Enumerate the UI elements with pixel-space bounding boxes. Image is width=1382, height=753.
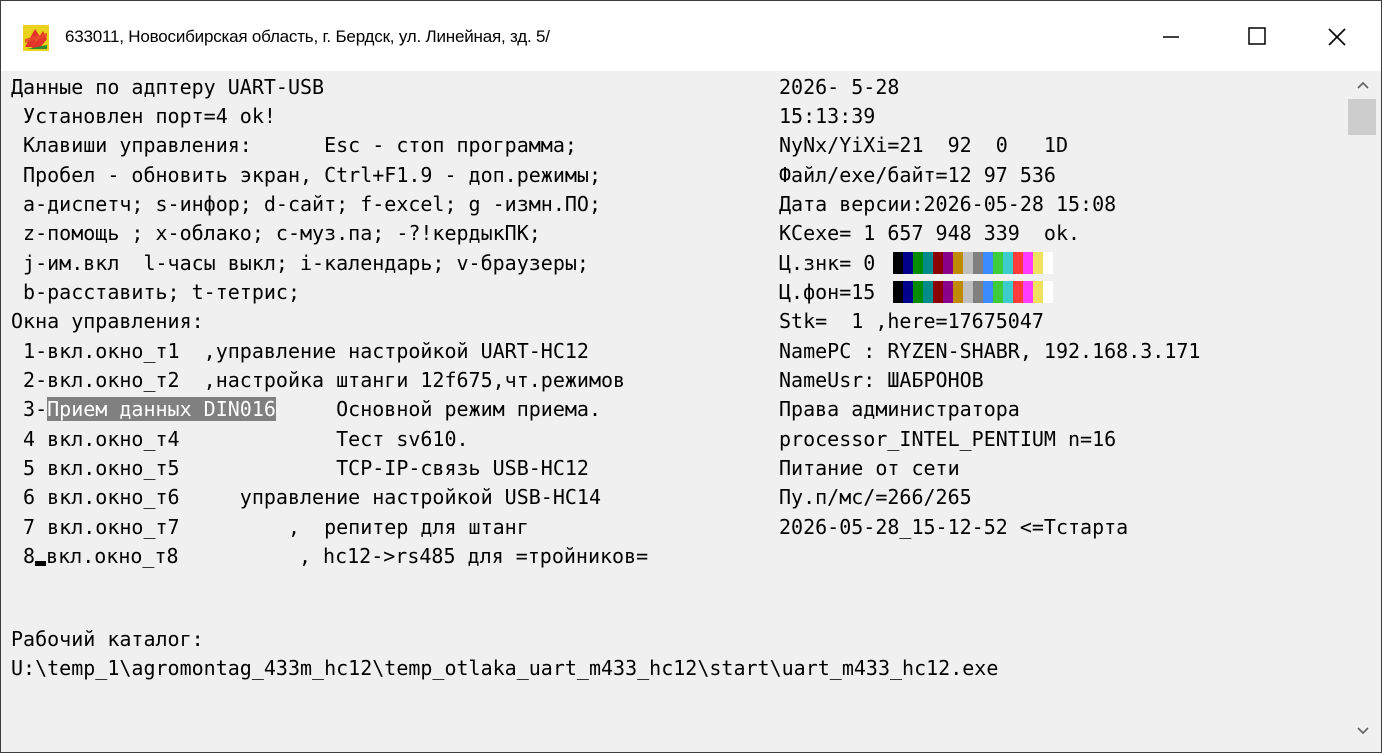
title-bar[interactable]: 633011, Новосибирская область, г. Бердск… bbox=[1, 1, 1381, 71]
close-icon[interactable] bbox=[1315, 17, 1359, 57]
color-swatch bbox=[1033, 252, 1043, 274]
color-swatch bbox=[1013, 281, 1023, 303]
section-heading: Окна управления: bbox=[11, 309, 204, 333]
working-dir-path: U:\temp_1\agromontag_433m_hc12\temp_otla… bbox=[11, 656, 999, 680]
color-swatch bbox=[943, 252, 953, 274]
admin-rights-readout: Права администратора bbox=[779, 397, 1020, 421]
bg-color-palette bbox=[893, 281, 1053, 303]
color-swatch bbox=[953, 281, 963, 303]
time-readout: 15:13:39 bbox=[779, 104, 876, 128]
color-swatch bbox=[1043, 281, 1053, 303]
fg-color-palette bbox=[893, 252, 1053, 274]
scrollbar-thumb[interactable] bbox=[1348, 99, 1376, 135]
processor-readout: processor_INTEL_PENTIUM n=16 bbox=[779, 427, 1117, 451]
color-swatch bbox=[963, 281, 973, 303]
fg-color-readout: Ц.знк= 0 bbox=[779, 251, 876, 275]
color-swatch bbox=[903, 252, 913, 274]
maximize-icon[interactable] bbox=[1235, 17, 1279, 57]
user-name-readout: NameUsr: ШАБРОНОВ bbox=[779, 368, 984, 392]
console-line: b-расставить; t-тетрис; bbox=[11, 280, 300, 304]
start-time-readout: 2026-05-28_15-12-52 <=Тстарта bbox=[779, 515, 1129, 539]
color-swatch bbox=[973, 281, 983, 303]
menu-item-window-2[interactable]: 2-вкл.окно_т2 ,настройка штанги 12f675,ч… bbox=[11, 368, 626, 392]
scroll-up-arrow-icon[interactable] bbox=[1355, 79, 1371, 91]
console-line: Установлен порт=4 ok! bbox=[11, 104, 276, 128]
color-swatch bbox=[893, 281, 903, 303]
color-swatch bbox=[953, 252, 963, 274]
text-cursor bbox=[35, 561, 47, 566]
console-line: Клавиши управления: Esc - стоп программа… bbox=[11, 133, 577, 157]
pc-name-readout: NamePC : RYZEN-SHABR, 192.168.3.171 bbox=[779, 339, 1201, 363]
color-swatch bbox=[943, 281, 953, 303]
color-swatch bbox=[893, 252, 903, 274]
color-swatch bbox=[1023, 281, 1033, 303]
console-line: j-им.вкл l-часы выкл; i-календарь; v-бра… bbox=[11, 251, 589, 275]
app-logo-icon bbox=[23, 25, 49, 51]
color-swatch bbox=[933, 252, 943, 274]
menu-item-window-8[interactable]: 8 вкл.окно_т8 , hc12->rs485 для =тройнико… bbox=[11, 544, 648, 568]
console-line: z-помощь ; x-облако; c-муз.па; -?!кердык… bbox=[11, 221, 541, 245]
color-swatch bbox=[923, 281, 933, 303]
power-readout: Питание от сети bbox=[779, 456, 960, 480]
menu-item-number: 3- bbox=[11, 397, 48, 421]
color-swatch bbox=[973, 252, 983, 274]
color-swatch bbox=[993, 281, 1003, 303]
file-size-readout: Файл/exe/байт=12 97 536 bbox=[779, 163, 1056, 187]
menu-item-description: Основной режим приема. bbox=[275, 397, 602, 421]
menu-item-window-1[interactable]: 1-вкл.окно_т1 ,управление настройкой UAR… bbox=[11, 339, 589, 363]
color-swatch bbox=[1003, 252, 1013, 274]
color-swatch bbox=[1033, 281, 1043, 303]
menu-item-description: вкл.окно_т8 , hc12->rs485 для =тройников… bbox=[46, 544, 649, 568]
menu-item-window-6[interactable]: 6 вкл.окно_т6 управление настройкой USB-… bbox=[11, 485, 602, 509]
minimize-icon[interactable] bbox=[1149, 17, 1193, 57]
color-swatch bbox=[903, 281, 913, 303]
window-title: 633011, Новосибирская область, г. Бердск… bbox=[65, 27, 550, 46]
grid-readout: NyNx/YiXi=21 92 0 1D bbox=[779, 133, 1068, 157]
console-line: Пробел - обновить экран, Ctrl+F1.9 - доп… bbox=[11, 163, 602, 187]
color-swatch bbox=[1043, 252, 1053, 274]
menu-item-number: 8 bbox=[11, 544, 36, 568]
version-date-readout: Дата версии:2026-05-28 15:08 bbox=[779, 192, 1117, 216]
color-swatch bbox=[1023, 252, 1033, 274]
menu-item-window-7[interactable]: 7 вкл.окно_т7 , репитер для штанг bbox=[11, 515, 529, 539]
color-swatch bbox=[1013, 252, 1023, 274]
color-swatch bbox=[983, 281, 993, 303]
menu-item-window-4[interactable]: 4 вкл.окно_т4 Тест sv610. bbox=[11, 427, 469, 451]
console-output: Данные по адптеру UART-USB Установлен по… bbox=[1, 71, 1345, 751]
selected-menu-item[interactable]: Прием данных DIN016 bbox=[47, 397, 276, 421]
scroll-down-arrow-icon[interactable] bbox=[1355, 725, 1371, 737]
color-swatch bbox=[963, 252, 973, 274]
color-swatch bbox=[1003, 281, 1013, 303]
working-dir-label: Рабочий каталог: bbox=[11, 627, 204, 651]
timing-readout: Пу.п/мс/=266/265 bbox=[779, 485, 972, 509]
stack-readout: Stk= 1 ,here=17675047 bbox=[779, 309, 1044, 333]
date-readout: 2026- 5-28 bbox=[779, 75, 900, 99]
vertical-scrollbar[interactable] bbox=[1345, 71, 1381, 752]
color-swatch bbox=[913, 252, 923, 274]
color-swatch bbox=[983, 252, 993, 274]
console-line: a-диспетч; s-инфор; d-сайт; f-excel; g -… bbox=[11, 192, 602, 216]
checksum-readout: KCexe= 1 657 948 339 ok. bbox=[779, 221, 1081, 245]
color-swatch bbox=[993, 252, 1003, 274]
bg-color-readout: Ц.фон=15 bbox=[779, 280, 876, 304]
console-line: Данные по адптеру UART-USB bbox=[11, 75, 325, 99]
menu-item-window-5[interactable]: 5 вкл.окно_т5 TCP-IP-связь USB-HC12 bbox=[11, 456, 589, 480]
menu-item-window-3[interactable]: 3-Прием данных DIN016 Основной режим при… bbox=[11, 397, 601, 421]
color-swatch bbox=[913, 281, 923, 303]
color-swatch bbox=[933, 281, 943, 303]
color-swatch bbox=[923, 252, 933, 274]
